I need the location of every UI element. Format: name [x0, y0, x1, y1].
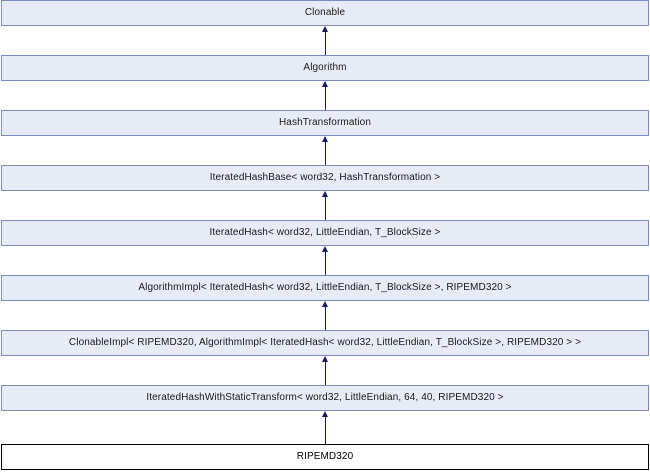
arrow-shaft	[325, 306, 326, 330]
arrow-shaft	[325, 251, 326, 275]
class-node-label: ClonableImpl< RIPEMD320, AlgorithmImpl< …	[68, 337, 582, 348]
class-node-label: IteratedHash< word32, LittleEndian, T_Bl…	[209, 227, 441, 238]
edge-hashtransform-algorithm	[321, 81, 330, 110]
edge-ripemd320-iterhashstatic	[321, 411, 330, 444]
class-node-iterhashbase[interactable]: IteratedHashBase< word32, HashTransforma…	[1, 165, 649, 191]
class-node-algorithmimpl[interactable]: AlgorithmImpl< IteratedHash< word32, Lit…	[1, 275, 649, 301]
arrowhead-up-icon	[322, 26, 328, 32]
edge-algorithm-clonable	[321, 26, 330, 55]
class-node-clonableimpl[interactable]: ClonableImpl< RIPEMD320, AlgorithmImpl< …	[1, 330, 649, 356]
arrowhead-up-icon	[322, 191, 328, 197]
class-node-label: RIPEMD320	[296, 451, 354, 462]
class-node-label: IteratedHashBase< word32, HashTransforma…	[209, 172, 441, 183]
arrowhead-up-icon	[322, 411, 328, 417]
arrow-shaft	[325, 361, 326, 385]
arrow-shaft	[325, 416, 326, 444]
class-node-iterhash[interactable]: IteratedHash< word32, LittleEndian, T_Bl…	[1, 220, 649, 246]
arrowhead-up-icon	[322, 356, 328, 362]
class-node-ripemd320: RIPEMD320	[1, 444, 649, 470]
edge-iterhashbase-hashtransform	[321, 136, 330, 165]
class-node-label: Clonable	[304, 7, 346, 18]
edge-clonableimpl-algorithmimpl	[321, 301, 330, 330]
edge-iterhashstatic-clonableimpl	[321, 356, 330, 385]
edge-iterhash-iterhashbase	[321, 191, 330, 220]
class-node-hashtransform[interactable]: HashTransformation	[1, 110, 649, 136]
class-node-iterhashstatic[interactable]: IteratedHashWithStaticTransform< word32,…	[1, 385, 649, 411]
class-node-label: Algorithm	[303, 62, 347, 73]
class-node-label: AlgorithmImpl< IteratedHash< word32, Lit…	[138, 282, 512, 293]
arrowhead-up-icon	[322, 246, 328, 252]
arrow-shaft	[325, 141, 326, 165]
class-node-label: IteratedHashWithStaticTransform< word32,…	[146, 392, 504, 403]
class-node-clonable[interactable]: Clonable	[1, 0, 649, 26]
arrowhead-up-icon	[322, 136, 328, 142]
arrow-shaft	[325, 86, 326, 110]
class-node-label: HashTransformation	[278, 117, 372, 128]
class-node-algorithm[interactable]: Algorithm	[1, 55, 649, 81]
arrowhead-up-icon	[322, 81, 328, 87]
arrow-shaft	[325, 196, 326, 220]
arrow-shaft	[325, 31, 326, 55]
arrowhead-up-icon	[322, 301, 328, 307]
edge-algorithmimpl-iterhash	[321, 246, 330, 275]
